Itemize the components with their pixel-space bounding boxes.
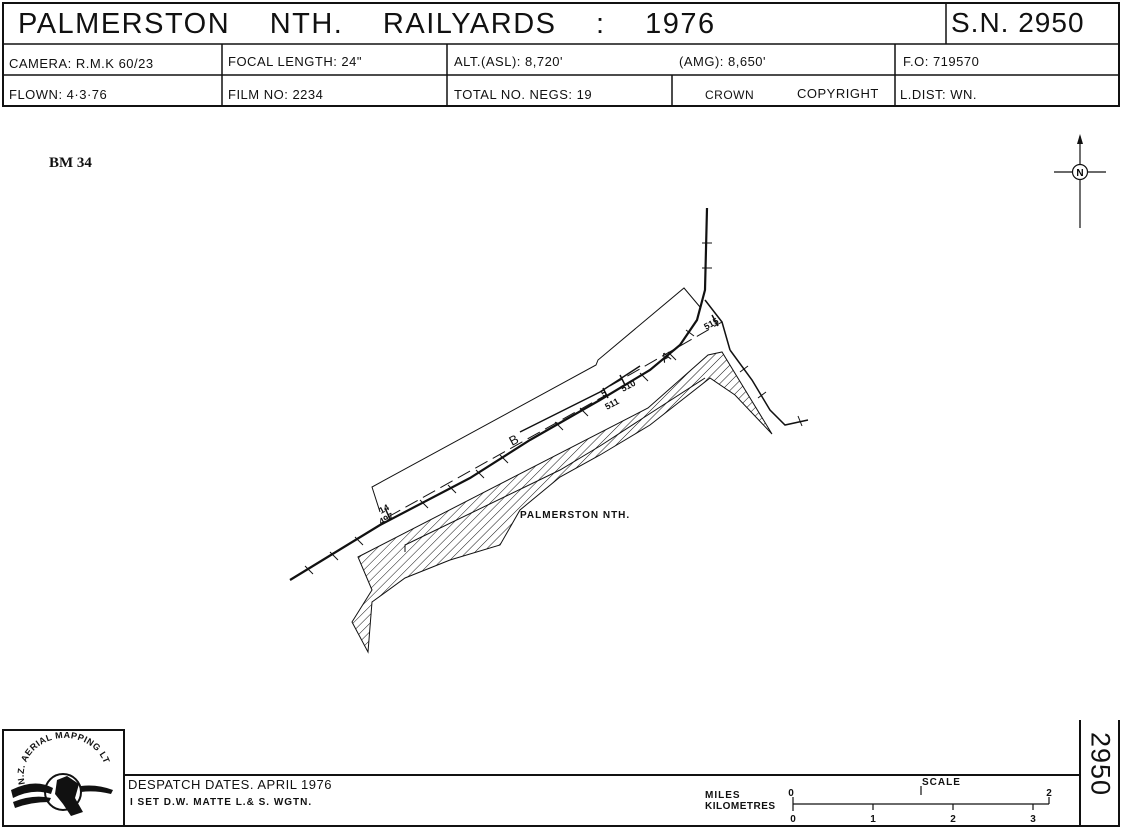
nz-aerial-mapping-logo: N.Z. AERIAL MAPPING LTD. — [5, 732, 113, 816]
run-b-end-top-label: 5 — [599, 388, 608, 399]
run-a-end-label: 515 — [702, 316, 720, 332]
run-b-start-top-label: 14 — [377, 502, 391, 516]
local-district: L.DIST: WN. — [900, 87, 978, 102]
total-negs: TOTAL NO. NEGS: 19 — [454, 87, 593, 102]
place-label: PALMERSTON NTH. — [520, 510, 630, 521]
miles-tick-0: 0 — [788, 788, 794, 799]
header-grid — [2, 2, 1120, 107]
km-tick-3: 3 — [1030, 814, 1036, 825]
altitude-amg: (AMG): 8,650' — [679, 54, 767, 69]
copyright-label: COPYRIGHT — [797, 86, 879, 101]
run-b-end-bottom-label: 511 — [603, 396, 621, 412]
sheet-number-vertical-box: 2950 — [1084, 722, 1116, 806]
scale-title: SCALE — [922, 777, 961, 788]
logo-wing-left-icon — [11, 783, 53, 798]
flown-date: FLOWN: 4·3·76 — [9, 87, 108, 102]
altitude-asl: ALT.(ASL): 8,720' — [454, 54, 564, 69]
despatch-dates: DESPATCH DATES. APRIL 1976 — [128, 777, 332, 792]
north-label: N — [1076, 168, 1083, 179]
sheet-number-vertical: 2950 — [1085, 731, 1116, 797]
railway-line — [289, 207, 809, 581]
km-tick-1: 1 — [870, 814, 876, 825]
fo-number: F.O: 719570 — [903, 54, 980, 69]
svg-text:N.Z. AERIAL MAPPING LTD.: N.Z. AERIAL MAPPING LTD. — [5, 732, 112, 785]
north-arrow-icon: N — [1054, 134, 1106, 228]
logo-nz-map-icon — [55, 776, 83, 816]
km-tick-0: 0 — [790, 814, 796, 825]
kilometres-label: KILOMETRES — [705, 801, 776, 812]
sheet-number: S.N. 2950 — [951, 7, 1085, 38]
map-title: PALMERSTON NTH. RAILYARDS : 1976 — [18, 8, 716, 40]
urban-area — [351, 351, 773, 654]
coverage-outline — [371, 287, 701, 513]
focal-length: FOCAL LENGTH: 24" — [228, 54, 362, 69]
set-line: I SET D.W. MATTE L.& S. WGTN. — [130, 797, 313, 808]
km-tick-2: 2 — [950, 814, 956, 825]
miles-label: MILES — [705, 790, 741, 801]
logo-text: N.Z. AERIAL MAPPING LTD. — [5, 732, 111, 785]
benchmark-label: BM 34 — [49, 155, 92, 171]
film-number: FILM NO: 2234 — [228, 87, 324, 102]
scale-bar: SCALE MILES KILOMETRES 0 2 0 1 2 3 — [705, 777, 1052, 825]
footer-frame — [2, 720, 1120, 827]
flight-runs — [384, 314, 723, 520]
miles-tick-2: 2 — [1046, 788, 1052, 799]
crown-label: CROWN — [705, 88, 755, 102]
camera-info: CAMERA: R.M.K 60/23 — [9, 56, 154, 71]
